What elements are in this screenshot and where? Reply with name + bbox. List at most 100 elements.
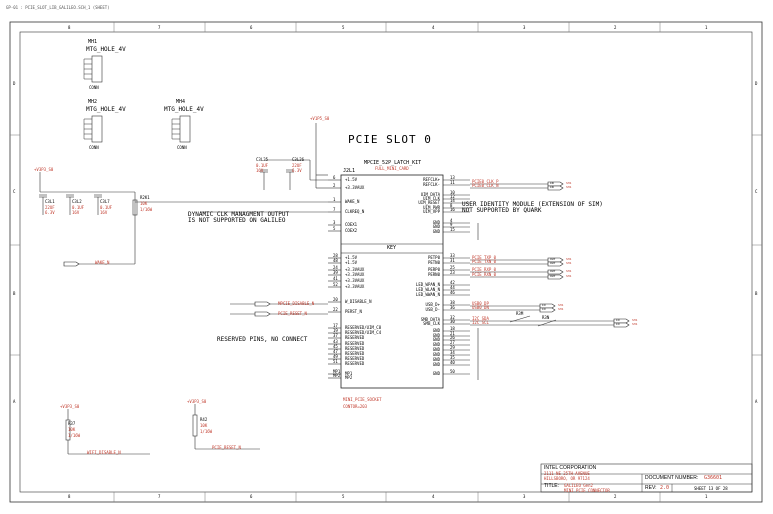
pin-right-name-0: REFCLK+ [423,177,440,182]
c3l26-ref: C3L26 [292,157,305,162]
pin-left-num-4: 3 [333,220,336,225]
net-dest-0: IN [550,181,554,185]
c3l26-t: 6.3V [292,168,302,173]
tb-addr2: HILLSBORO, OR 97124 [544,476,590,481]
resistor-r3n [537,319,557,327]
net-dest-5: OUT [550,274,556,278]
row-marker-left-1: C [13,189,16,194]
pin-left-name-6: +1.5V [345,255,358,260]
pin-left-name-21: RESERVED [345,361,365,366]
capacitor-symbol [94,194,102,215]
pin-right-name-28: GND [432,362,440,367]
column-marker-top-6: 2 [614,25,617,30]
c3l2-t: 16V [72,210,80,215]
tb-rev-label: REV: [645,485,657,491]
pin-left-num-6: 28 [333,253,338,258]
outer-border [9,21,763,503]
net-dest-4: OUT [550,269,556,273]
tb-rev: 2.0 [660,485,670,491]
pin-right-num-10: 33 [450,253,455,258]
tb-addr1: 2111 NE 25TH AVENUE [544,471,590,476]
pin-left-name-16: RESERVED [345,335,365,340]
net-dest-7: IO [542,307,546,311]
mh4-part: MTG_HOLE_4V [164,106,204,113]
net-flag [539,307,556,313]
column-marker-bottom-3: 5 [342,494,345,499]
pin-right-num-28: 40 [450,360,455,365]
pin-left-name-14: RESERVED/UIM_C8 [345,325,382,330]
tb-docnum-label: DOCUMENT NUMBER: [645,475,699,481]
column-marker-bottom-2: 6 [250,494,253,499]
pin-right-num-1: 11 [450,180,455,185]
pin-left-name-10: +3.3VAUX [345,278,365,283]
pin-left-name-18: RESERVED [345,346,365,351]
mh1-part: MTG_HOLE_4V [86,46,126,53]
connector-body [340,174,444,389]
row-marker-right-0: D [755,81,758,86]
connector-footer2: CONTOR=203 [343,404,368,409]
net-ref-6: SH1 [558,303,564,307]
pin-right-num-16: 46 [450,290,455,295]
pin-right-name-4: UIM_RESET [418,200,440,205]
pin-right-name-12: PERP0 [427,267,440,272]
net-dest-2: OUT [550,257,556,261]
pin-right-name-21: GND [432,328,440,333]
resistor-symbol [65,419,71,441]
row-marker-left-2: B [13,291,16,296]
pin-right-num-15: 44 [450,285,455,290]
row-marker-left-0: D [13,81,16,86]
c3l25-ref: C3L25 [256,157,269,162]
pin-right-name-29: GND [432,371,440,376]
pin-right-name-16: LED_WWAN_N [415,292,440,297]
pin-left-name-5: COEX2 [345,228,358,233]
pin-left-num-19: 47 [333,349,338,354]
tb-title-label: TITLE: [544,483,560,489]
column-marker-bottom-0: 8 [68,494,71,499]
r37-t: 1/16W [68,433,81,438]
connector-part-sub: FULL_MINI_CARD [375,166,409,171]
pin-right-name-24: GND [432,342,440,347]
net-dest-8: IO [616,318,620,322]
r3n-ref: R3N [542,315,550,320]
pin-right-name-23: GND [432,337,440,342]
net-ref-2: SH1 [566,257,572,261]
pin-right-num-27: 35 [450,355,455,360]
net-ref-5: SH1 [566,274,572,278]
mh2-part: MTG_HOLE_4V [86,106,126,113]
c3l26-v: 22UF [292,163,302,168]
pin-left-num-20: 49 [333,354,338,359]
r42-v: 10K [200,423,208,428]
pin-right-num-2: 10 [450,190,455,195]
net-flag [613,322,630,328]
inner-border [19,31,753,493]
connector-footer1: MINI_PCIE_SOCKET [343,397,382,402]
capacitor-symbol [39,194,47,215]
pin-right-num-6: 16 [450,207,455,212]
net-label-3: PCIE_TXN_0 [472,259,497,264]
pin-right-num-8: 9 [450,222,453,227]
net-label-6: USB0_DP [472,301,489,306]
pin-left-name-2: WAKE_N [345,199,360,204]
tb-sheet: SHEET 13 OF 28 [694,486,728,491]
note-reserved: RESERVED PINS, NO CONNECT [217,336,308,343]
net-label-1: PCIE0_CLK_N [472,183,499,188]
pin-right-name-11: PETN0 [427,260,440,265]
row-marker-right-2: B [755,291,758,296]
pin-right-num-23: 26 [450,335,455,340]
pin-left-name-17: RESERVED [345,341,365,346]
pin-left-num-22: MP1 [333,369,341,374]
net-label-9: I2C_SCL [472,320,489,325]
pin-right-num-17: 38 [450,300,455,305]
pin-left-num-15: 19 [333,328,338,333]
capacitor-symbol [66,194,74,215]
pin-right-name-5: UIM_PWR [423,205,440,210]
c3l1-ref: C3L1 [45,199,55,204]
pin-right-num-29: 50 [450,369,455,374]
net-flag [613,318,630,324]
note-uim: USER IDENTITY MODULE (EXTENSION OF SIM) … [462,201,603,214]
tb-docnum: G36601 [704,475,723,481]
net-flag [547,269,564,275]
pin-right-num-20: 30 [450,319,455,324]
mh4-val: CONN [177,145,187,150]
